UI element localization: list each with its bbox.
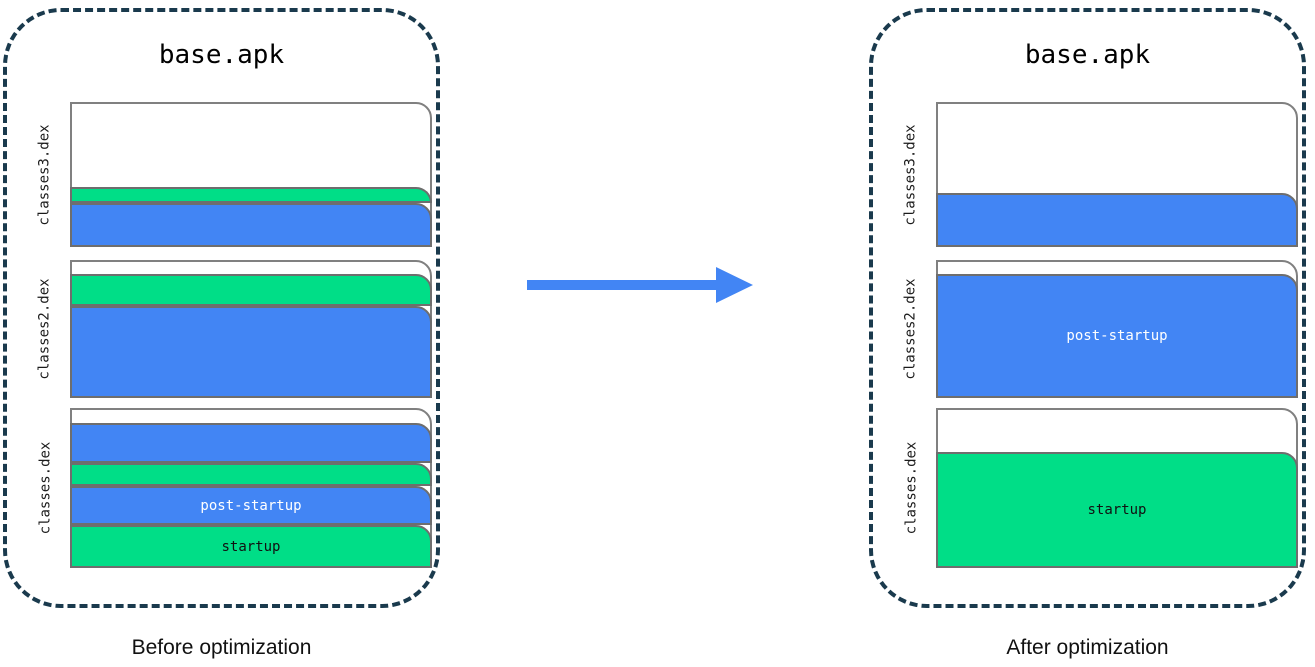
apk-title-after: base.apk	[1024, 40, 1151, 70]
right-arrow-icon	[527, 267, 753, 303]
dex-label-before-classes: classes.dex	[34, 408, 56, 568]
dex-block-after-classes2: classes2.dex post-startup	[903, 260, 1298, 398]
band-label: startup	[1087, 502, 1147, 519]
dex-block-before-classes2: classes2.dex	[37, 260, 432, 398]
band-label: post-startup	[1066, 328, 1168, 345]
caption-before: Before optimization	[131, 636, 312, 659]
dex-label-before-classes2: classes2.dex	[34, 260, 56, 398]
caption-after: After optimization	[1006, 636, 1169, 659]
band-startup	[70, 274, 432, 307]
dex-block-before-classes: classes.dex post-startup startup	[37, 408, 432, 568]
dex-body	[936, 102, 1298, 247]
dex-label-text: classes3.dex	[903, 123, 919, 226]
transition-arrow	[520, 262, 760, 308]
band-post-startup	[936, 192, 1298, 247]
band-startup	[70, 463, 432, 487]
dex-label-before-classes3: classes3.dex	[34, 102, 56, 247]
dex-label-text: classes2.dex	[37, 278, 53, 380]
dex-label-text: classes2.dex	[903, 278, 919, 380]
dex-label-after-classes: classes.dex	[900, 408, 922, 568]
apk-panel-after: base.apk classes3.dex classes2.dex post-…	[869, 8, 1306, 608]
apk-title-before: base.apk	[158, 40, 285, 70]
dex-body: startup	[936, 408, 1298, 568]
dex-body: post-startup startup	[70, 408, 432, 568]
dex-block-after-classes: classes.dex startup	[903, 408, 1298, 568]
dex-label-text: classes.dex	[903, 441, 919, 535]
apk-panel-before: base.apk classes3.dex classes2.dex	[3, 8, 440, 608]
band-startup-labeled: startup	[70, 525, 432, 568]
band-label: startup	[221, 538, 281, 555]
dex-body	[70, 260, 432, 398]
band-startup	[70, 187, 432, 203]
band-post-startup-labeled: post-startup	[70, 486, 432, 526]
band-post-startup-labeled: post-startup	[936, 274, 1298, 398]
dex-body	[70, 102, 432, 247]
dex-block-before-classes3: classes3.dex	[37, 102, 432, 247]
dex-label-after-classes3: classes3.dex	[900, 102, 922, 247]
band-post-startup	[70, 306, 432, 398]
dex-block-after-classes3: classes3.dex	[903, 102, 1298, 247]
band-startup-labeled: startup	[936, 452, 1298, 568]
dex-label-text: classes3.dex	[37, 123, 53, 226]
band-post-startup	[70, 422, 432, 464]
dex-label-text: classes.dex	[37, 441, 53, 535]
dex-body: post-startup	[936, 260, 1298, 398]
band-label: post-startup	[200, 497, 302, 514]
dex-label-after-classes2: classes2.dex	[900, 260, 922, 398]
band-post-startup	[70, 202, 432, 247]
